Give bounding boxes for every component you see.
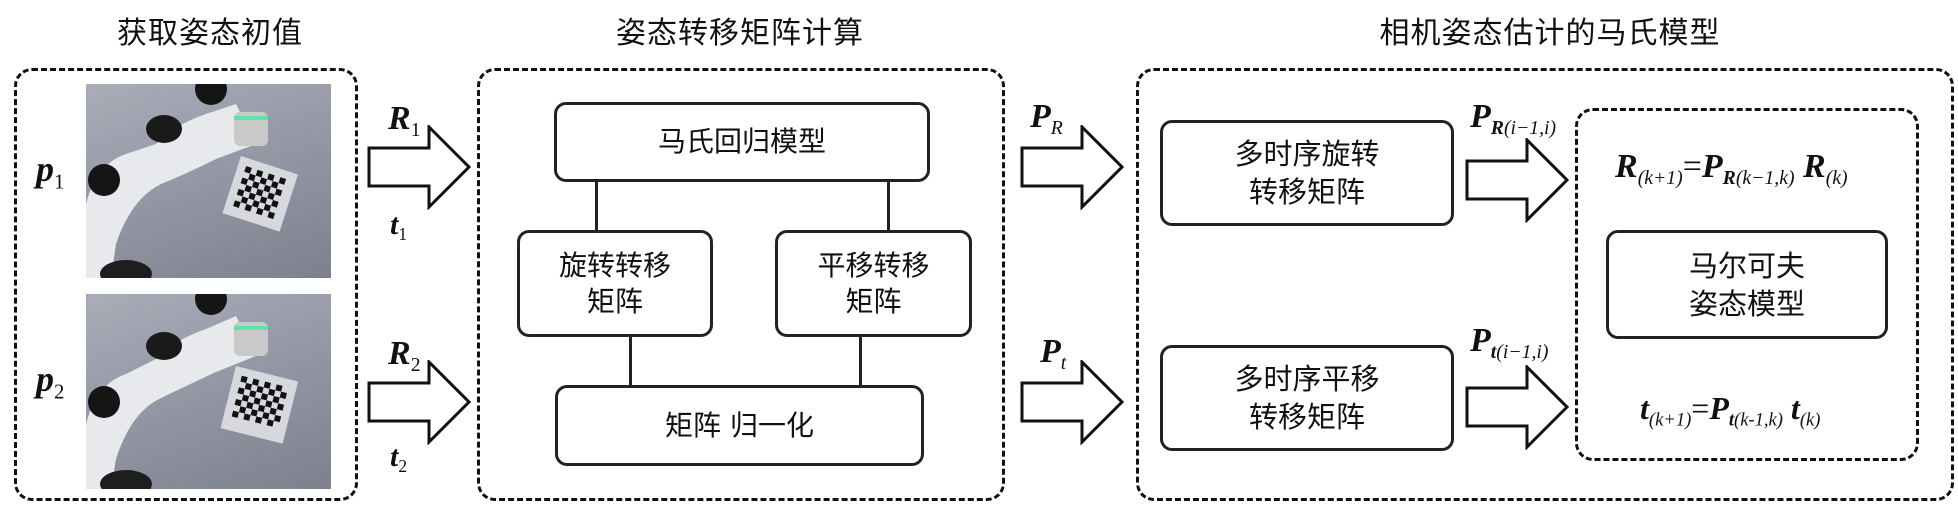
markov-inner-panel (1575, 108, 1919, 461)
title-markov-model: 相机姿态估计的马氏模型 (1379, 16, 1721, 51)
label-pt: Pt (1040, 333, 1067, 374)
markov-pose-label-line2: 姿态模型 (1688, 286, 1805, 321)
label-pr: PR (1030, 98, 1063, 139)
regression-model-label: 马氏回归模型 (657, 125, 826, 158)
arrow-right-icon (1020, 360, 1125, 445)
title-initial-pose: 获取姿态初值 (117, 16, 303, 51)
translation-matrix-label-line1: 平移转移 (817, 248, 930, 282)
multi-translation-label-line2: 转移矩阵 (1248, 400, 1365, 434)
robot-arm-illustration-1 (86, 84, 299, 278)
arrow-right-icon (367, 360, 472, 445)
connector-line (887, 181, 890, 231)
arrow-right-icon (367, 125, 472, 210)
label-r2: R2 (388, 335, 421, 376)
markov-model-panel (1136, 68, 1954, 501)
multi-rotation-box: 多时序旋转 转移矩阵 (1160, 120, 1454, 226)
connector-line (595, 181, 598, 231)
multi-rotation-label-line1: 多时序旋转 (1234, 137, 1380, 171)
arrow-right-icon (1465, 138, 1570, 223)
label-t2: t2 (390, 440, 408, 477)
label-t1: t1 (390, 208, 408, 245)
connector-line (859, 336, 862, 386)
normalization-box: 矩阵 归一化 (555, 385, 924, 466)
arrow-right-icon (1465, 365, 1570, 450)
transfer-matrix-panel (477, 68, 1005, 501)
translation-matrix-label-line2: 矩阵 (845, 284, 902, 318)
label-r1: R1 (388, 100, 421, 141)
multi-rotation-label-line2: 转移矩阵 (1248, 175, 1365, 209)
markov-pose-label-line1: 马尔可夫 (1688, 248, 1805, 283)
rotation-matrix-box: 旋转转移 矩阵 (517, 230, 713, 337)
label-p2: p2 (36, 359, 65, 404)
label-pt-i: Pt(i−1,i) (1470, 322, 1549, 363)
rotation-matrix-label-line2: 矩阵 (586, 284, 643, 318)
markov-pose-model-box: 马尔可夫 姿态模型 (1606, 230, 1888, 339)
robot-arm-photo-1 (86, 84, 331, 278)
regression-model-box: 马氏回归模型 (554, 102, 930, 182)
multi-translation-label-line1: 多时序平移 (1234, 362, 1380, 396)
equation-rotation: R(k+1)=PR(k−1,k) R(k) (1615, 148, 1848, 189)
equation-translation: t(k+1)=Pt(k-1,k) t(k) (1640, 390, 1821, 431)
connector-line (629, 336, 632, 386)
translation-matrix-box: 平移转移 矩阵 (775, 230, 972, 337)
label-p1: p1 (36, 149, 65, 194)
title-transfer-matrix-calc: 姿态转移矩阵计算 (616, 16, 864, 51)
label-pr-i: PR(i−1,i) (1470, 98, 1557, 139)
multi-translation-box: 多时序平移 转移矩阵 (1160, 345, 1454, 451)
rotation-matrix-label-line1: 旋转转移 (558, 248, 671, 282)
robot-arm-illustration-2 (86, 294, 299, 489)
normalization-label: 矩阵 归一化 (665, 408, 814, 442)
initial-pose-panel (14, 68, 358, 501)
robot-arm-photo-2 (86, 294, 331, 489)
arrow-right-icon (1020, 125, 1125, 210)
